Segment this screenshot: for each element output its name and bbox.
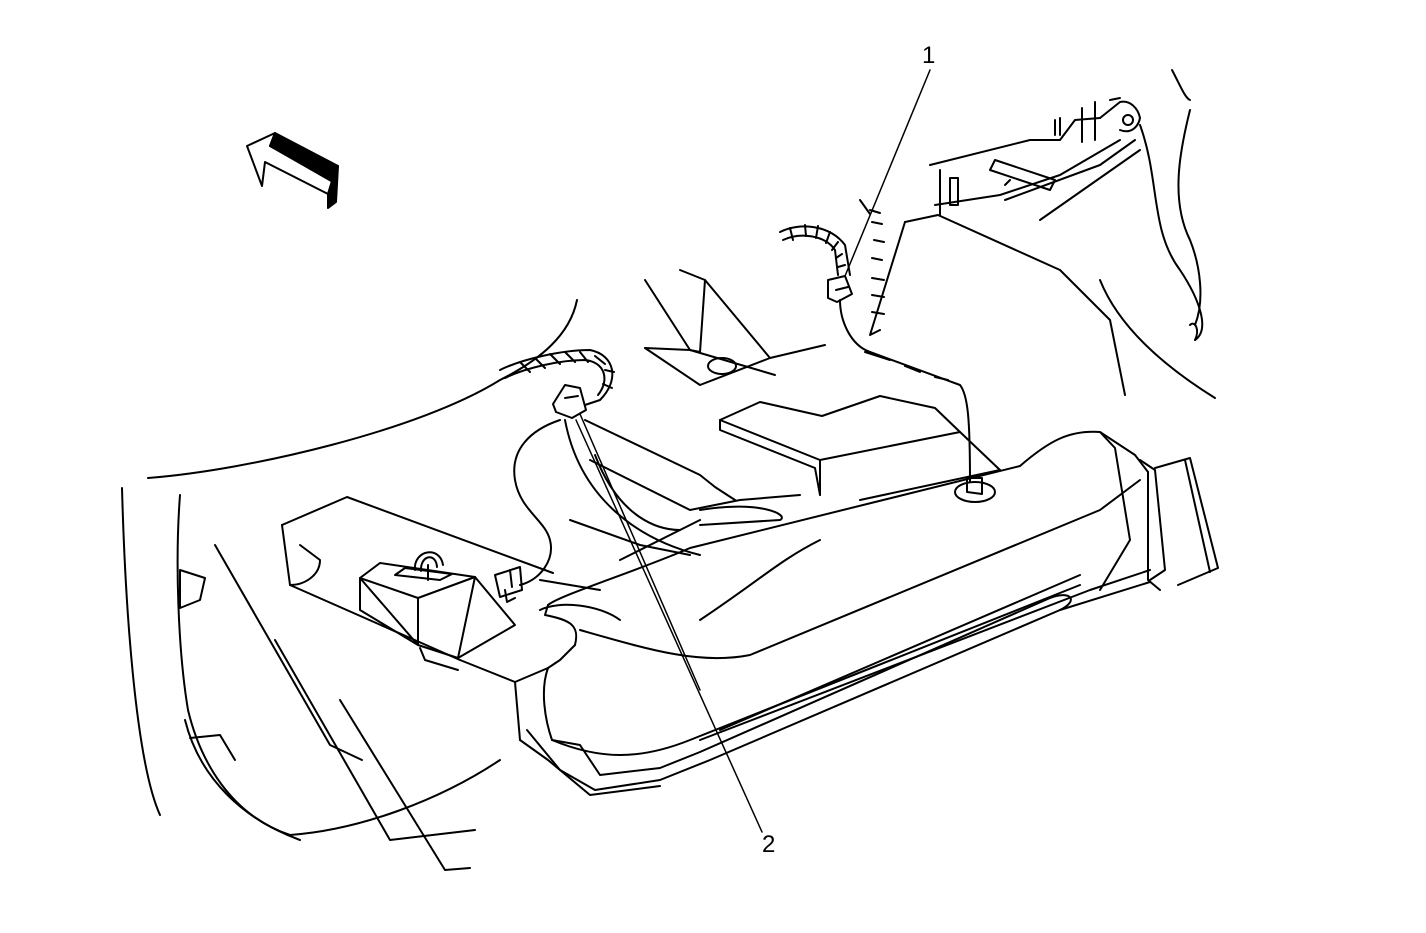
harness-right	[780, 225, 995, 502]
leader-line-1	[845, 70, 930, 276]
air-duct	[520, 432, 1218, 795]
kick-panel	[860, 70, 1215, 398]
harness-left	[500, 350, 614, 585]
direction-arrow-icon	[247, 133, 338, 208]
callout-label-2: 2	[762, 831, 776, 858]
sensor-module	[360, 552, 515, 670]
center-tunnel	[540, 270, 825, 590]
floor-panel-left	[122, 300, 577, 870]
callout-label-1: 1	[922, 42, 936, 69]
leader-line-2	[576, 420, 762, 832]
sensor-connector	[495, 567, 522, 602]
leader-lines	[576, 70, 930, 832]
floor-block	[720, 396, 1000, 495]
